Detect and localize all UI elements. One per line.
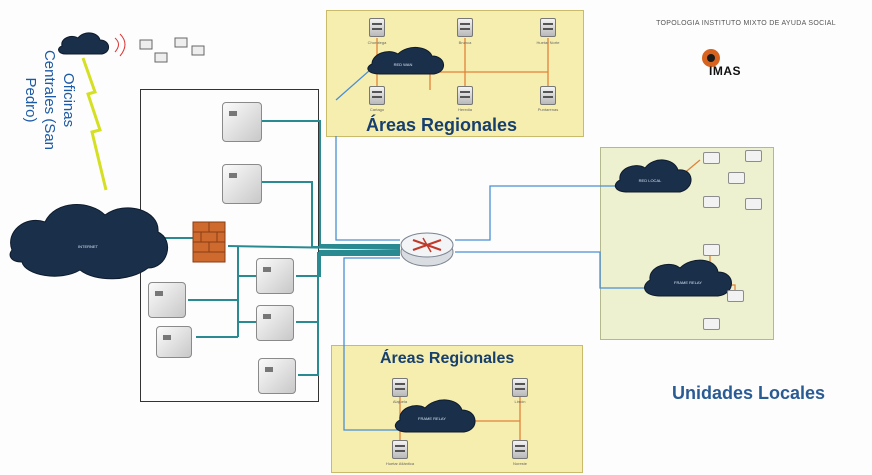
server-label: Chorotega (367, 40, 387, 45)
link-router-top-region (335, 136, 400, 241)
link-server2-router (262, 181, 400, 248)
link-rack1-router (296, 250, 400, 277)
server-icon (258, 358, 296, 394)
server-label: Huetar Atlántica (385, 461, 415, 466)
server-label: Huetar Norte (536, 40, 560, 45)
pc-icon (703, 318, 720, 330)
server-icon (156, 326, 192, 358)
pc-icon (727, 290, 744, 302)
server-icon (457, 18, 473, 37)
internet-cloud-label: INTERNET (78, 244, 98, 249)
wan-top-cloud-label: RED WAN (393, 62, 413, 67)
link-router-bottom-region (343, 257, 408, 431)
wan-bottom-cloud (394, 399, 476, 433)
local-a-cloud-label: RED LOCAL (638, 178, 662, 183)
logo-mark-icon (702, 49, 720, 67)
link-rack2-router (296, 252, 400, 323)
wireless-link-icon (81, 57, 108, 191)
server-label: Puntarenas (537, 107, 559, 112)
server-icon (256, 258, 294, 294)
link-router-local-a (455, 185, 620, 241)
server-label: Limón (514, 399, 526, 404)
firewall-icon (192, 221, 226, 263)
server-icon (512, 440, 528, 459)
central-offices-label: Oficinas Centrales (San Pedro) (22, 49, 77, 151)
local-b-cloud-label: FRAME RELAY (674, 280, 702, 285)
server-icon (222, 164, 262, 204)
server-icon (457, 86, 473, 105)
server-icon (540, 18, 556, 37)
local-b-cloud (644, 259, 732, 297)
link-server1-router (262, 120, 400, 246)
regional-areas-bottom-title: Áreas Regionales (380, 350, 515, 367)
pc-icon (703, 152, 720, 164)
internet-cloud (9, 204, 168, 280)
pc-icon (703, 244, 720, 256)
server-icon (369, 18, 385, 37)
link-router-local-b (455, 251, 655, 289)
server-icon (512, 378, 528, 397)
server-icon (369, 86, 385, 105)
server-icon (392, 378, 408, 397)
vpn-cloud (58, 32, 109, 55)
server-label: Cartago (369, 107, 385, 112)
router-icon (400, 232, 454, 267)
server-label: Heredia (457, 107, 473, 112)
server-icon (540, 86, 556, 105)
server-icon (222, 102, 262, 142)
wireless-devices-icon (114, 33, 205, 63)
server-icon (392, 440, 408, 459)
logo-text: IMAS (709, 64, 741, 78)
local-units-title: Unidades Locales (672, 383, 826, 403)
server-label: Alajuela (392, 399, 408, 404)
pc-icon (728, 172, 745, 184)
server-icon (256, 305, 294, 341)
local-a-cloud (614, 159, 692, 193)
diagram-header: TOPOLOGIA INSTITUTO MIXTO DE AYUDA SOCIA… (656, 20, 836, 27)
link-rack3-router (298, 254, 400, 376)
pc-icon (745, 198, 762, 210)
wan-bottom-cloud-label: FRAME RELAY (418, 416, 446, 421)
server-icon (148, 282, 186, 318)
cloud-icon (9, 32, 732, 433)
server-label: Noreste (512, 461, 528, 466)
link-firewall-router (227, 245, 401, 250)
regional-areas-top-title: Áreas Regionales (366, 115, 518, 135)
server-label: Brunca (458, 40, 472, 45)
pc-icon (703, 196, 720, 208)
pc-icon (745, 150, 762, 162)
wan-top-cloud (367, 47, 444, 75)
